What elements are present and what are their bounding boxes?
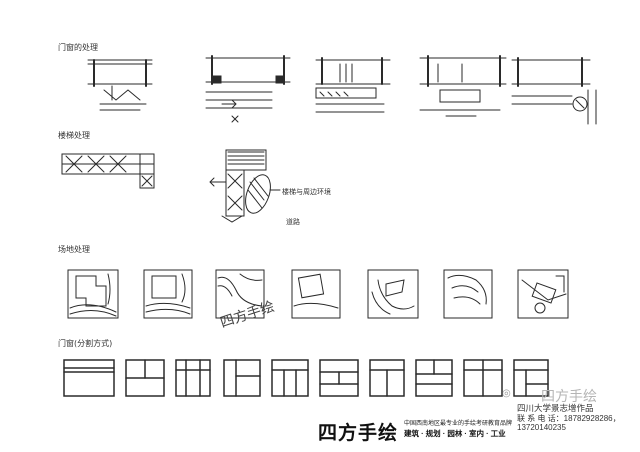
window-8: [415, 359, 453, 397]
window-row: [63, 359, 549, 397]
stair-sketch-left: [61, 153, 155, 189]
stamp-watermark: 四方手绘: [218, 299, 276, 332]
section-label-site: 场地处理: [58, 244, 90, 254]
stair-annotation: 楼梯与周边环境: [282, 187, 331, 196]
window-7: [369, 359, 405, 397]
section-label-windows: 门窗(分割方式): [58, 338, 112, 348]
author-credit: 四川大学景志增作品: [517, 403, 594, 413]
site-sketch-7: [517, 269, 569, 319]
phone-number-2: 13720140235: [517, 423, 566, 432]
window-9: [463, 359, 503, 397]
site-sketch-6: [443, 269, 493, 319]
phone-label: 联 系 电 话：: [517, 414, 564, 423]
window-1: [63, 359, 115, 397]
phone-number-1: 18782928286，: [563, 414, 621, 423]
site-sketch-5: [367, 269, 419, 319]
brand-slogan: 中国西南地区最专业的手绘考研教育品牌: [404, 421, 513, 427]
watermark-text: 四方手绘: [541, 388, 597, 404]
window-2: [125, 359, 165, 397]
window-10: [513, 359, 549, 397]
stair-sketch-right: [209, 149, 281, 223]
window-5: [271, 359, 309, 397]
wechat-logo-icon: ◎: [502, 388, 511, 399]
section-label-stairs: 楼梯处理: [58, 130, 90, 140]
section-label-doors: 门窗的处理: [58, 42, 98, 52]
door-sketch-5: [511, 57, 597, 125]
window-3: [175, 359, 211, 397]
door-sketch-1: [87, 59, 153, 111]
brand-services: 建筑 · 规划 · 园林 · 室内 · 工业: [404, 429, 506, 438]
site-sketch-4: [291, 269, 341, 319]
door-sketch-4: [419, 55, 507, 117]
contact-phone: 联 系 电 话：18782928286，: [517, 413, 621, 424]
stair-annotation-small: 道路: [286, 217, 300, 226]
site-sketch-3: [215, 269, 265, 319]
site-sketch-1: [67, 269, 119, 319]
window-4: [223, 359, 261, 397]
door-sketch-2: [205, 55, 291, 123]
door-sketch-3: [315, 57, 391, 113]
brand-logo-text: 四方手绘: [318, 422, 399, 444]
window-6: [319, 359, 359, 397]
site-sketch-2: [143, 269, 193, 319]
